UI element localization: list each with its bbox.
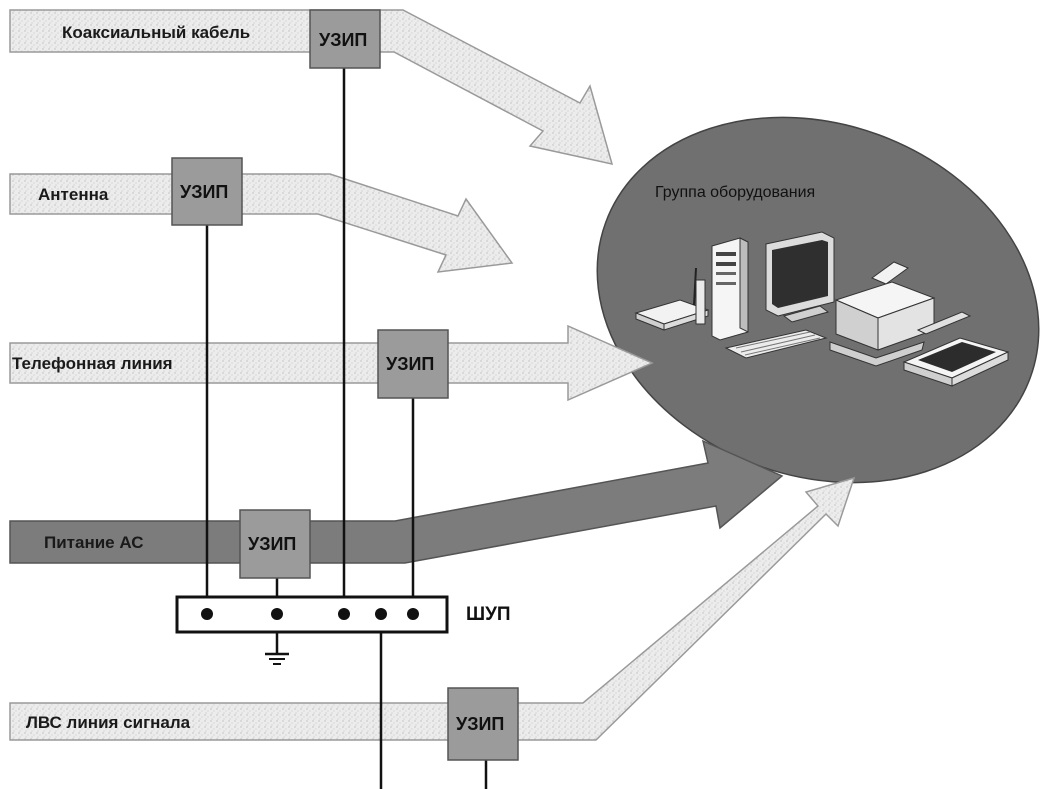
modem-icon [634, 267, 710, 331]
antenna-label: Антенна [38, 185, 109, 204]
scanner-icon [902, 311, 1010, 387]
coax-line: Коаксиальный кабель [9, 9, 614, 166]
monitor-icon [765, 231, 835, 323]
equipotential-bus: ШУП [175, 595, 511, 634]
bus-terminal [407, 608, 419, 620]
spd-lan-label: УЗИП [456, 714, 504, 734]
antenna-line: Антенна [9, 173, 514, 273]
spd-antenna: УЗИП [171, 157, 243, 226]
pc-tower-icon [711, 237, 749, 341]
spd-power-label: УЗИП [248, 534, 296, 554]
spd-phone: УЗИП [377, 329, 449, 399]
bus-label: ШУП [466, 604, 511, 625]
power-label: Питание АС [44, 533, 143, 552]
bus-terminal [271, 608, 283, 620]
equipment-group: Группа оборудования [596, 116, 1040, 484]
coax-arrow [9, 9, 614, 166]
equipment-group-title: Группа оборудования [655, 184, 815, 201]
antenna-arrow [9, 173, 514, 273]
power-line: Питание АС [9, 439, 784, 564]
lan-line: ЛВС линия сигнала [9, 476, 856, 741]
coax-label: Коаксиальный кабель [62, 23, 250, 42]
keyboard-icon [724, 329, 828, 359]
phone-label: Телефонная линия [12, 354, 173, 373]
lan-label: ЛВС линия сигнала [26, 713, 191, 732]
bus-terminal [201, 608, 213, 620]
ground-symbol-icon [265, 652, 289, 665]
spd-antenna-label: УЗИП [180, 182, 228, 202]
bus-bar [175, 595, 449, 634]
phone-arrow [9, 324, 654, 402]
spd-lan: УЗИП [447, 687, 519, 761]
phone-line: Телефонная линия [9, 324, 654, 402]
ground-wires [205, 68, 488, 789]
spd-coax: УЗИП [309, 9, 381, 69]
spd-coax-label: УЗИП [319, 30, 367, 50]
spd-phone-label: УЗИП [386, 354, 434, 374]
printer-icon [829, 261, 936, 367]
lan-arrow [9, 476, 856, 741]
bus-terminal [375, 608, 387, 620]
bus-terminal [338, 608, 350, 620]
spd-power: УЗИП [239, 509, 311, 579]
